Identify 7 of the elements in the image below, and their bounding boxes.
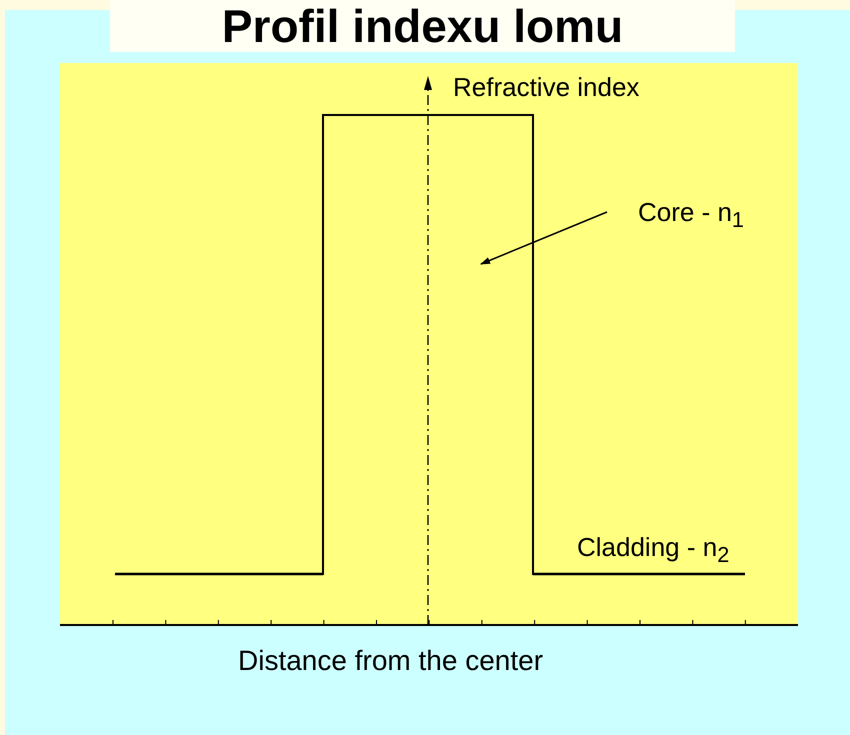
cladding-label: Cladding - n$_{2}$ [577,532,730,568]
axis-label: Distance from the center [238,644,544,678]
core-step [322,114,534,575]
axis-label: Refractive index [453,72,640,104]
leader-line [480,211,608,265]
callout-label: Core - n$_{1}$ [638,197,744,234]
title: Profil indexu lomu [222,0,624,53]
